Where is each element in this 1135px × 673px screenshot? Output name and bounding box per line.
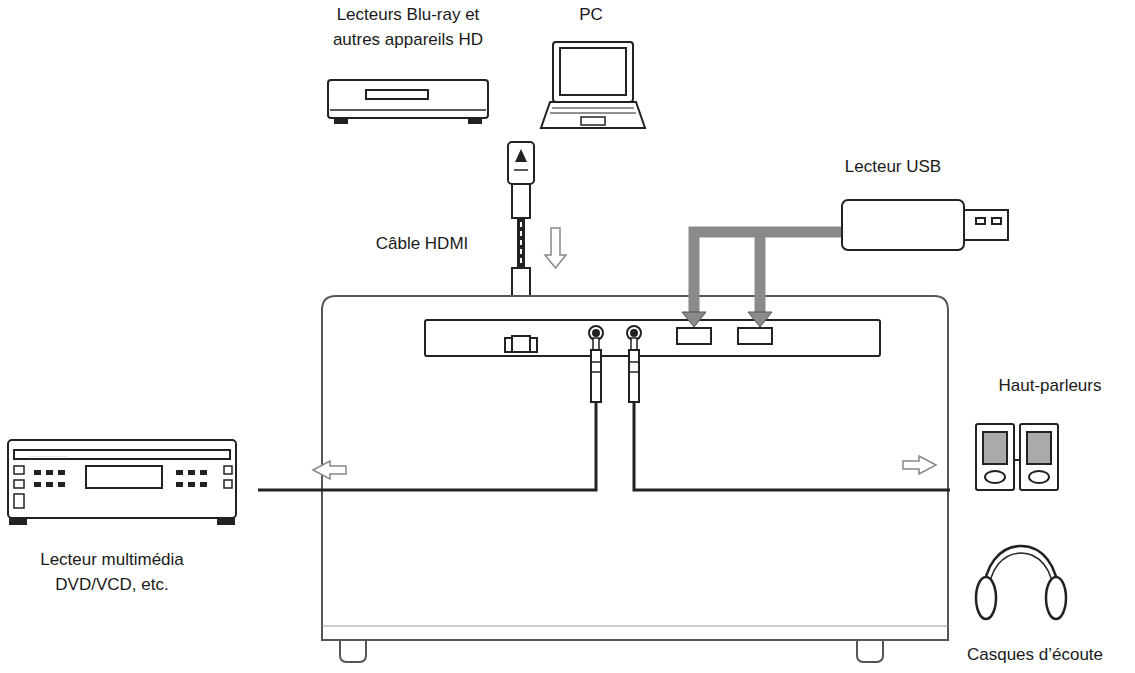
audio-cables bbox=[258, 338, 950, 490]
usb-insert-arrows bbox=[682, 232, 842, 327]
dvd-button bbox=[46, 470, 53, 475]
device-caption: PC bbox=[579, 2, 603, 27]
dvd-button bbox=[188, 482, 195, 487]
speakers bbox=[976, 424, 1058, 490]
dvd-buttons bbox=[30, 456, 207, 487]
dvd-button bbox=[188, 470, 195, 475]
dvd-button bbox=[58, 470, 65, 475]
dvd-button bbox=[200, 482, 207, 487]
dvd-button bbox=[34, 482, 41, 487]
dvd-button bbox=[34, 470, 41, 475]
direction-arrow bbox=[313, 461, 346, 479]
headphones bbox=[976, 546, 1066, 619]
dvd-button bbox=[176, 482, 183, 487]
bluray-player bbox=[328, 80, 488, 123]
dvd-player bbox=[8, 440, 236, 524]
cable-label: Câble HDMI bbox=[376, 231, 469, 256]
dvd-button bbox=[58, 482, 65, 487]
device-caption: Casques d’écoute bbox=[967, 642, 1103, 667]
device-caption: Lecteurs Blu-ray et autres appareils HD bbox=[318, 2, 498, 52]
direction-arrow bbox=[903, 456, 936, 474]
dvd-button bbox=[46, 482, 53, 487]
insert-arrow bbox=[545, 228, 566, 268]
dvd-button bbox=[176, 470, 183, 475]
usb-drive bbox=[842, 200, 1008, 250]
device-caption: Lecteur USB bbox=[845, 154, 941, 179]
pc-laptop bbox=[541, 42, 645, 128]
port-panel bbox=[425, 320, 880, 356]
device-caption: Lecteur multimédia DVD/VCD, etc. bbox=[10, 547, 214, 597]
dvd-button bbox=[200, 470, 207, 475]
device-caption: Haut-parleurs bbox=[999, 373, 1102, 398]
